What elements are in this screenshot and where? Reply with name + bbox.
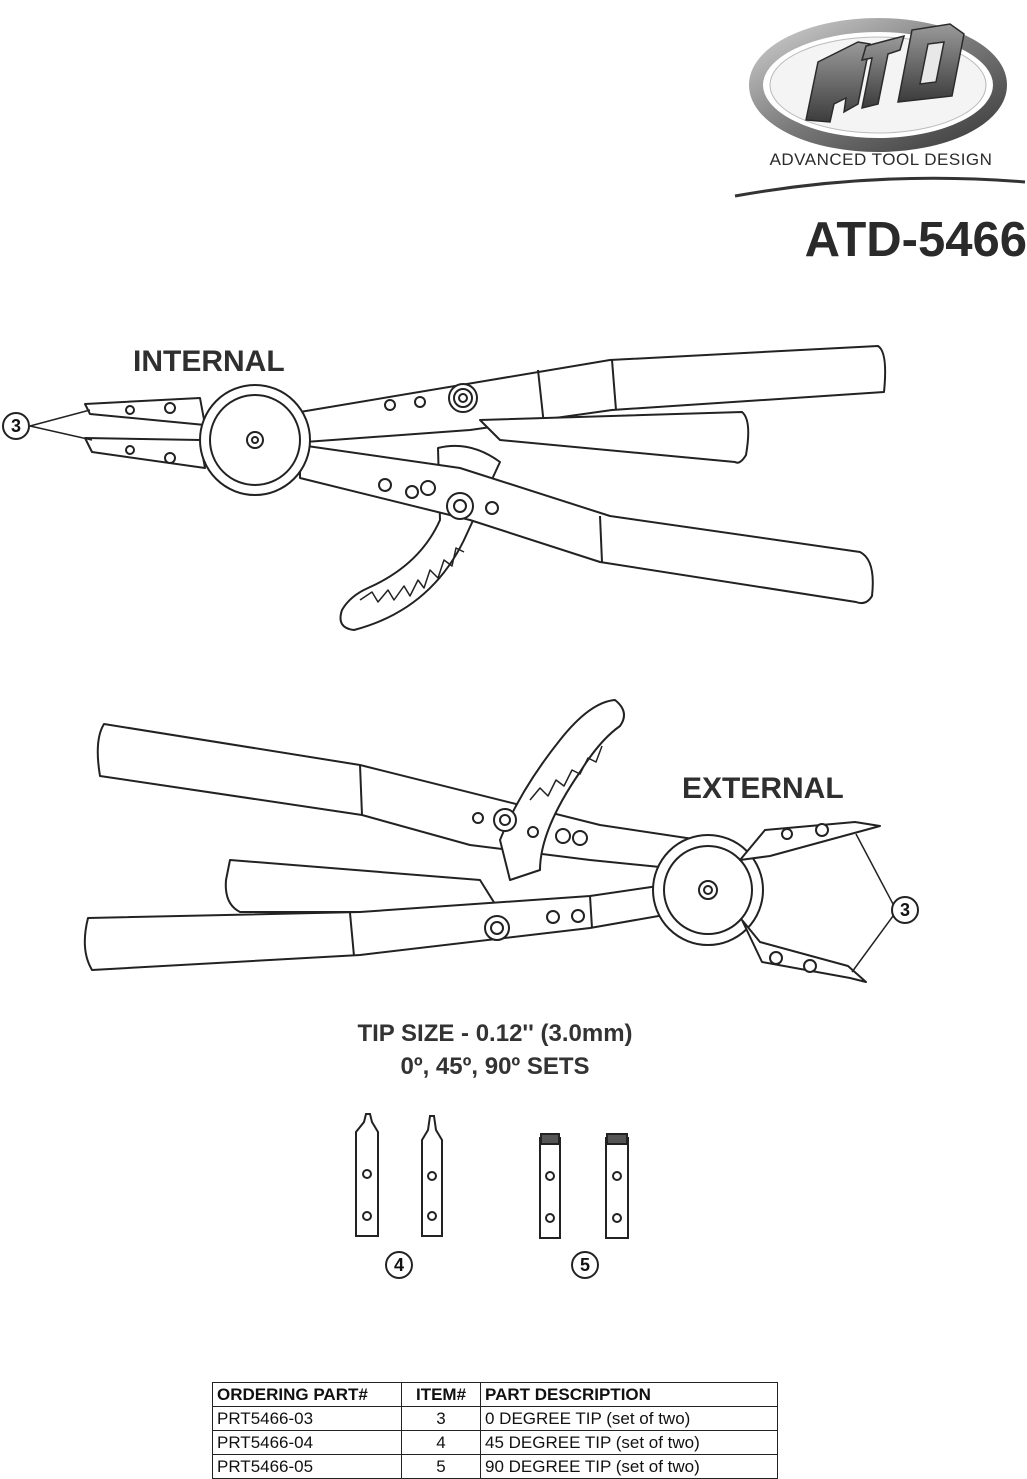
tip-size-text: TIP SIZE - 0.12'' (3.0mm)	[357, 1020, 633, 1047]
brand-tagline: ADVANCED TOOL DESIGN	[769, 150, 993, 169]
description-cell: 45 DEGREE TIP (set of two)	[480, 1430, 778, 1455]
internal-label: INTERNAL	[133, 345, 285, 378]
header-item: ITEM#	[401, 1382, 481, 1407]
callout-3-internal: 3	[2, 412, 30, 440]
angled-tip-set-drawing	[539, 1133, 629, 1239]
tip-sets-text: 0º, 45º, 90º SETS	[400, 1053, 590, 1080]
item-number-cell: 5	[401, 1454, 481, 1479]
model-number: ATD-5466	[804, 213, 1027, 267]
callout-3-external: 3	[891, 896, 919, 924]
item-number-cell: 4	[401, 1430, 481, 1455]
external-pliers-drawing	[83, 699, 881, 983]
logo-swoosh	[734, 176, 1026, 198]
part-number-cell: PRT5466-05	[212, 1454, 402, 1479]
description-cell: 90 DEGREE TIP (set of two)	[480, 1454, 778, 1479]
part-number-cell: PRT5466-04	[212, 1430, 402, 1455]
header-ordering-part: ORDERING PART#	[212, 1382, 402, 1407]
internal-tip-leaders	[29, 409, 93, 441]
parts-table-header-row: ORDERING PART# ITEM# PART DESCRIPTION	[212, 1382, 778, 1407]
callout-4: 4	[385, 1251, 413, 1279]
external-label: EXTERNAL	[682, 772, 844, 805]
atd-letterform-graphic	[805, 23, 965, 123]
part-number-cell: PRT5466-03	[212, 1406, 402, 1431]
straight-tip-set-drawing	[355, 1113, 443, 1237]
atd-logo	[734, 18, 1026, 198]
parts-table: ORDERING PART# ITEM# PART DESCRIPTION PR…	[212, 1382, 778, 1479]
external-tip-leaders	[851, 833, 894, 973]
table-row: PRT5466-04 4 45 DEGREE TIP (set of two)	[212, 1430, 778, 1455]
item-number-cell: 3	[401, 1406, 481, 1431]
header-description: PART DESCRIPTION	[480, 1382, 778, 1407]
internal-pliers-drawing	[84, 345, 887, 631]
table-row: PRT5466-05 5 90 DEGREE TIP (set of two)	[212, 1454, 778, 1479]
description-cell: 0 DEGREE TIP (set of two)	[480, 1406, 778, 1431]
callout-5: 5	[571, 1251, 599, 1279]
table-row: PRT5466-03 3 0 DEGREE TIP (set of two)	[212, 1406, 778, 1431]
